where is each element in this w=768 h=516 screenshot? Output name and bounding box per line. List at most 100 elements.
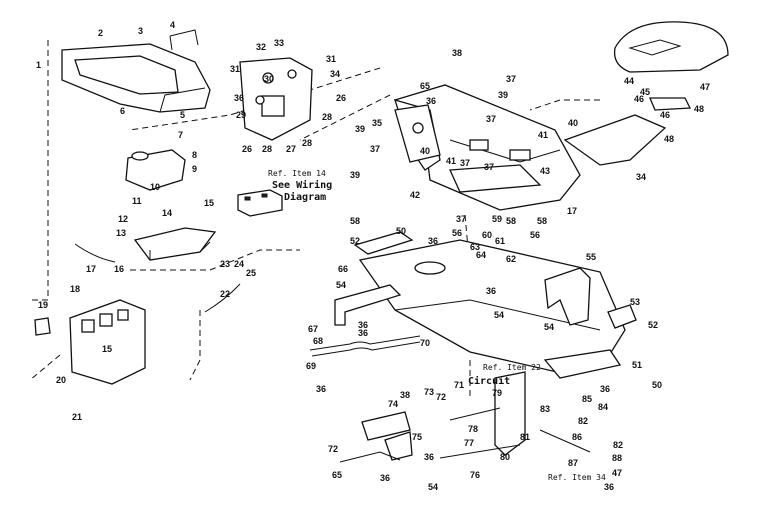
callout: 45 <box>640 87 650 97</box>
callout: 36 <box>424 452 434 462</box>
callout: 20 <box>56 375 66 385</box>
callout: 3 <box>138 26 143 36</box>
callout: 13 <box>116 228 126 238</box>
callout: 61 <box>495 236 505 246</box>
callout: 31 <box>230 64 240 74</box>
callout: 37 <box>486 114 496 124</box>
rear-panel-part <box>69 299 146 385</box>
callout: 58 <box>350 216 360 226</box>
callout: 78 <box>468 424 478 434</box>
callout: 82 <box>613 440 623 450</box>
callout: 55 <box>586 252 596 262</box>
callout: 54 <box>428 482 438 492</box>
callout: 43 <box>540 166 550 176</box>
callout: 53 <box>630 297 640 307</box>
callout: 73 <box>424 387 434 397</box>
callout: 80 <box>500 452 510 462</box>
note-ref-item-22: Ref. Item 22 <box>483 363 541 372</box>
callout: 77 <box>464 438 474 448</box>
callout: 36 <box>234 93 244 103</box>
annotation-notes: Ref. Item 14 See Wiring Diagram Ref. Ite… <box>268 169 606 482</box>
callout: 72 <box>436 392 446 402</box>
callout: 46 <box>634 94 644 104</box>
callout: 39 <box>355 124 365 134</box>
callout: 81 <box>520 432 530 442</box>
callout: 67 <box>308 324 318 334</box>
callout: 41 <box>446 156 456 166</box>
callout: 36 <box>428 236 438 246</box>
battery-part <box>237 189 283 217</box>
callout: 54 <box>494 310 504 320</box>
callout: 39 <box>498 90 508 100</box>
callout: 47 <box>700 82 710 92</box>
callout: 1 <box>36 60 41 70</box>
callout: 37 <box>484 162 494 172</box>
callout: 52 <box>350 236 360 246</box>
callout: 36 <box>316 384 326 394</box>
callout: 40 <box>568 118 578 128</box>
fender-part <box>563 114 667 166</box>
callout: 34 <box>636 172 646 182</box>
callout: 39 <box>350 170 360 180</box>
callout: 37 <box>456 214 466 224</box>
callout: 22 <box>220 289 230 299</box>
plate-53-part <box>607 304 637 329</box>
callout: 7 <box>178 130 183 140</box>
callout: 2 <box>98 28 103 38</box>
side-bracket-part <box>394 104 441 163</box>
callout: 12 <box>118 214 128 224</box>
callout: 83 <box>540 404 550 414</box>
callout: 23 <box>220 259 230 269</box>
callout: 46 <box>660 110 670 120</box>
callout: 34 <box>330 69 340 79</box>
callout: 65 <box>420 81 430 91</box>
callout: 27 <box>286 144 296 154</box>
callout: 36 <box>380 473 390 483</box>
callout: 44 <box>624 76 634 86</box>
callout: 29 <box>236 110 246 120</box>
callout: 76 <box>470 470 480 480</box>
callout: 36 <box>358 328 368 338</box>
callout: 4 <box>170 20 175 30</box>
callout: 21 <box>72 412 82 422</box>
wire-part <box>204 283 241 313</box>
callout: 64 <box>476 250 486 260</box>
callout: 36 <box>604 482 614 492</box>
callout: 37 <box>460 158 470 168</box>
rod-part <box>309 335 421 351</box>
note-diagram: Diagram <box>284 191 326 203</box>
tower-bracket-part <box>544 267 591 326</box>
callout: 56 <box>452 228 462 238</box>
channel-part <box>334 284 402 326</box>
callout: 47 <box>612 468 622 478</box>
callout: 68 <box>313 336 323 346</box>
callout: 69 <box>306 361 316 371</box>
callout: 72 <box>328 444 338 454</box>
callout: 15 <box>102 344 112 354</box>
callout: 41 <box>538 130 548 140</box>
callout: 84 <box>598 402 608 412</box>
callout: 79 <box>492 388 502 398</box>
dash-panel-part <box>61 43 211 113</box>
callout: 15 <box>204 198 214 208</box>
callout: 37 <box>370 144 380 154</box>
callout: 75 <box>412 432 422 442</box>
callout: 87 <box>568 458 578 468</box>
callout: 71 <box>454 380 464 390</box>
note-ref-item-14: Ref. Item 14 <box>268 169 326 178</box>
callout: 36 <box>486 286 496 296</box>
callout: 74 <box>388 399 398 409</box>
note-ref-item-34: Ref. Item 34 <box>548 473 606 482</box>
callout: 58 <box>506 216 516 226</box>
callout: 51 <box>632 360 642 370</box>
callout: 38 <box>452 48 462 58</box>
callout: 42 <box>410 190 420 200</box>
callout: 63 <box>470 242 480 252</box>
dashed-boundaries <box>29 40 600 400</box>
callout: 36 <box>358 320 368 330</box>
callout: 5 <box>180 110 185 120</box>
instrument-panel-part <box>239 57 313 141</box>
main-frame-part <box>358 239 626 379</box>
callout: 36 <box>600 384 610 394</box>
